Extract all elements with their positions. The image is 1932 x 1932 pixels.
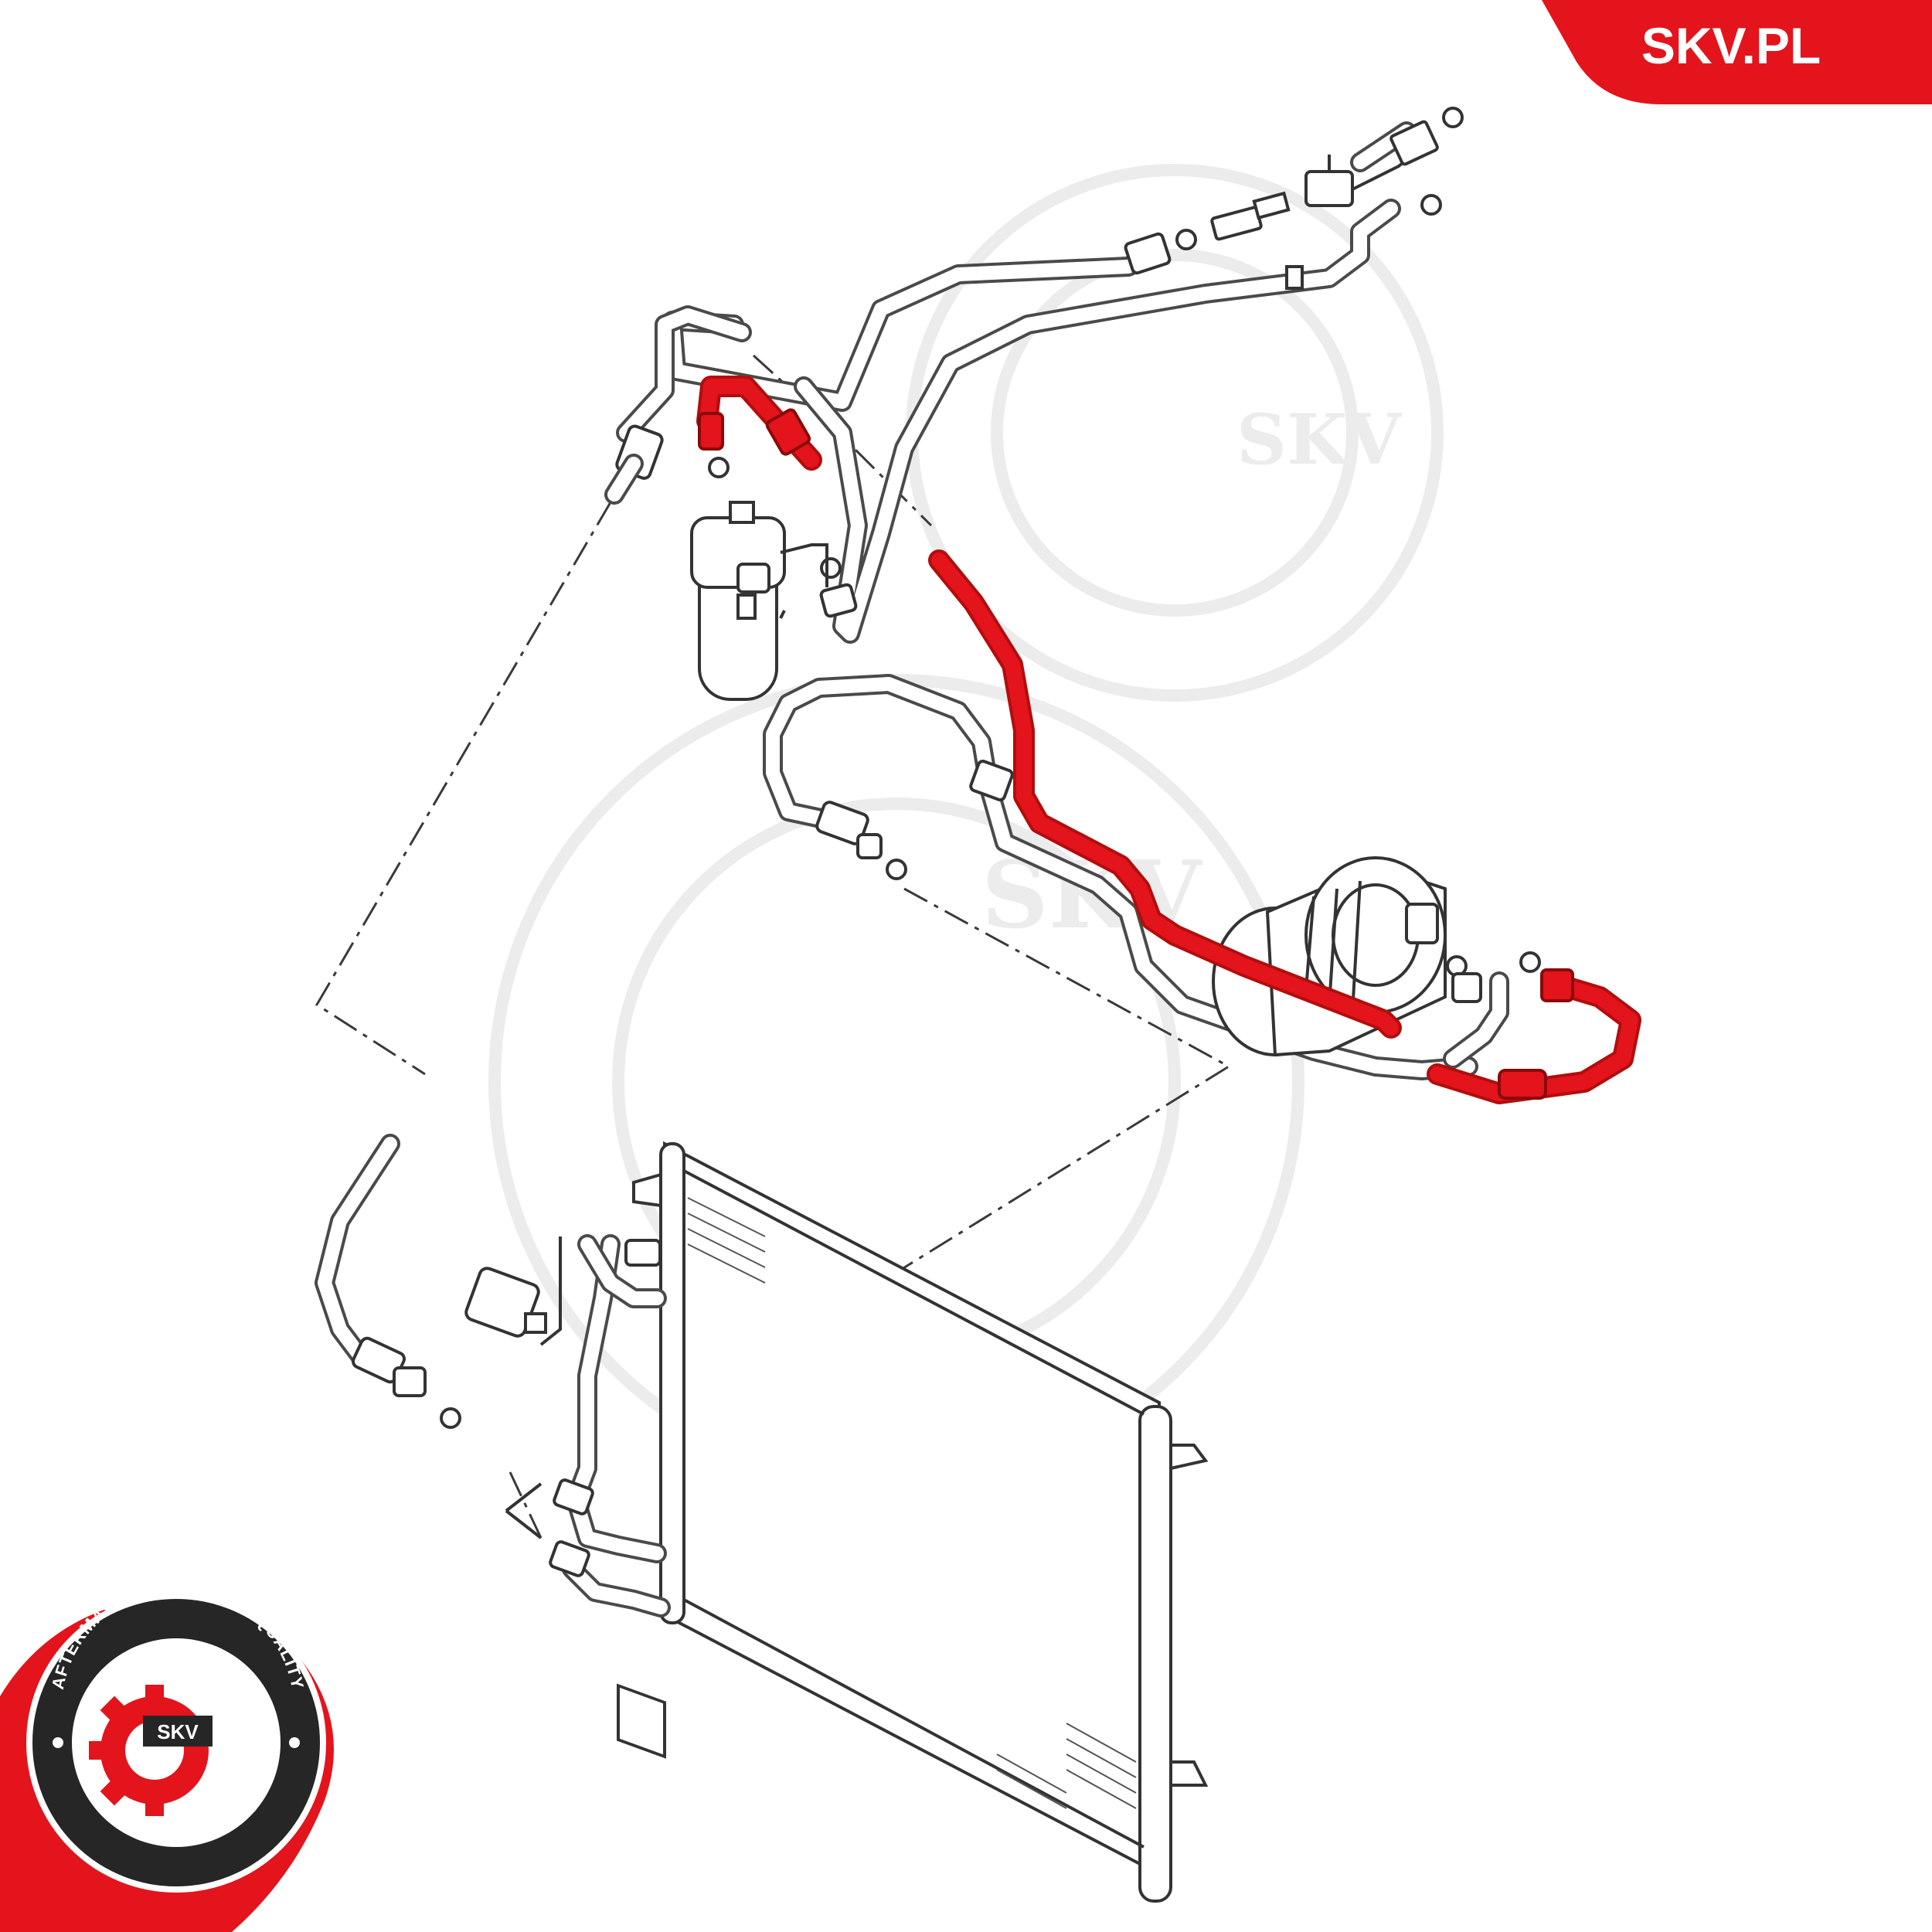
left-hose-upper	[604, 305, 752, 505]
highlighted-ac-hose	[696, 376, 1641, 1104]
condenser	[617, 1141, 1209, 1903]
site-label: SKV.PL	[1641, 17, 1821, 74]
brand-corner-tab: SKV.PL	[1542, 0, 1932, 104]
brand-badge: AFTERMARKET PRICE · OE QUALITY AUTO PART…	[0, 1577, 334, 1932]
grey-hose-lower	[315, 1134, 461, 1429]
pressure-switch	[464, 1236, 562, 1346]
upper-fittings	[1124, 107, 1464, 290]
watermark: SKV SKV	[488, 164, 1444, 1490]
condenser-fins	[687, 1197, 1137, 1809]
condenser-pipes	[505, 1234, 671, 1617]
svg-text:SKV: SKV	[1236, 399, 1403, 481]
compressor	[1212, 856, 1541, 1069]
receiver-drier	[690, 457, 858, 701]
badge-center-text: SKV	[157, 1720, 199, 1743]
